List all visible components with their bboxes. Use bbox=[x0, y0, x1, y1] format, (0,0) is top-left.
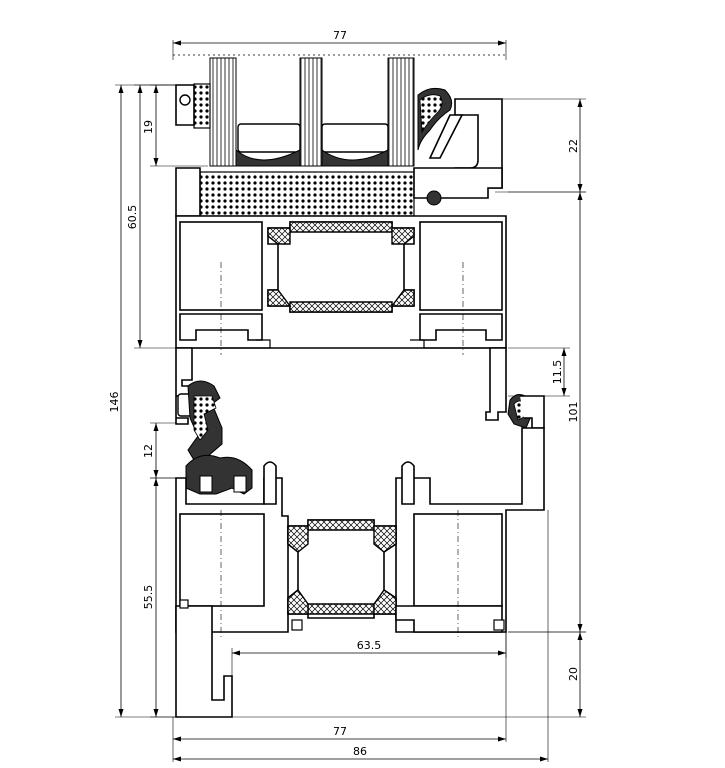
dim-label-19: 19 bbox=[142, 120, 155, 134]
dim-label-top-77: 77 bbox=[333, 29, 347, 42]
dim-label-101: 101 bbox=[567, 402, 580, 423]
dim-label-60-5: 60.5 bbox=[126, 205, 139, 230]
frame-profile-lower bbox=[175, 427, 545, 718]
frame-mid-connector bbox=[175, 347, 545, 495]
dim-label-bottom-77: 77 bbox=[333, 725, 347, 738]
foam-insulation-upper bbox=[175, 167, 503, 217]
dim-right-11-5: 11.5 bbox=[508, 347, 570, 397]
dim-right-101: 101 bbox=[508, 191, 586, 633]
dim-label-12: 12 bbox=[142, 444, 155, 458]
dim-label-146: 146 bbox=[108, 392, 121, 413]
dim-label-22: 22 bbox=[567, 139, 580, 153]
sash-profile-upper bbox=[175, 215, 507, 355]
dim-label-86: 86 bbox=[353, 745, 367, 758]
glazing-unit-top bbox=[173, 54, 506, 189]
dim-left-146: 146 bbox=[108, 84, 176, 718]
dim-label-55-5: 55.5 bbox=[142, 585, 155, 610]
dim-top-77: 77 bbox=[172, 29, 507, 60]
dim-left-12: 12 bbox=[142, 422, 188, 479]
dim-label-11-5: 11.5 bbox=[551, 360, 564, 385]
dim-bottom-86: 86 bbox=[173, 510, 549, 762]
dim-left-19: 19 bbox=[142, 84, 208, 167]
dim-inner-63-5: 63.5 bbox=[231, 632, 507, 676]
dim-left-55-5: 55.5 bbox=[142, 477, 176, 718]
dim-label-63-5: 63.5 bbox=[357, 639, 382, 652]
dim-bottom-77: 77 bbox=[172, 632, 507, 762]
dim-label-20: 20 bbox=[567, 667, 580, 681]
dim-right-20: 20 bbox=[232, 631, 586, 718]
